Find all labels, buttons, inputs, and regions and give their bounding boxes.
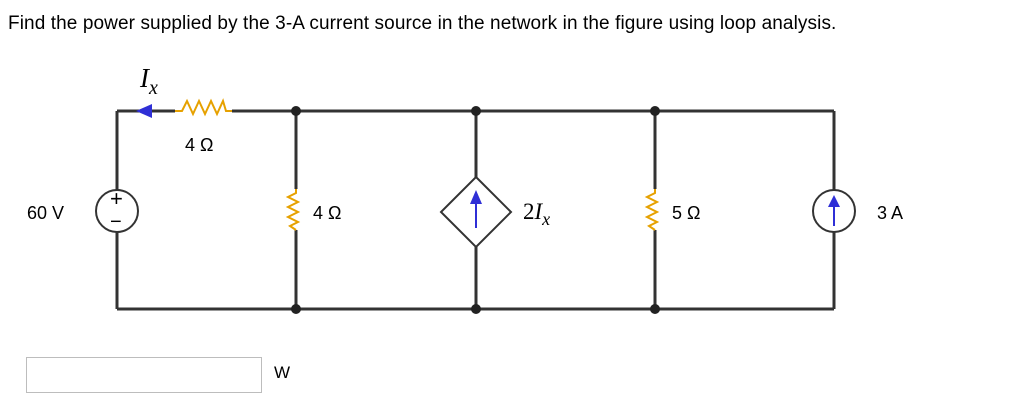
ix-label: Ix bbox=[139, 63, 158, 99]
current-source-arrow-icon bbox=[828, 195, 840, 207]
answer-input[interactable] bbox=[26, 357, 262, 393]
voltage-source-label: 60 V bbox=[27, 203, 64, 223]
voltage-source bbox=[95, 189, 139, 233]
right-resistor-label: 5 Ω bbox=[672, 203, 700, 223]
ix-arrow-icon bbox=[136, 104, 152, 118]
dependent-source-label: 2Ix bbox=[523, 199, 550, 229]
top-resistor-label: 4 Ω bbox=[185, 135, 213, 155]
answer-unit: W bbox=[274, 363, 291, 382]
mid-resistor-label: 4 Ω bbox=[313, 203, 341, 223]
dependent-source-arrow-icon bbox=[470, 190, 482, 204]
voltage-source-minus: − bbox=[110, 211, 122, 233]
voltage-source-plus: + bbox=[110, 186, 123, 211]
right-resistor bbox=[644, 189, 660, 231]
question-text: Find the power supplied by the 3-A curre… bbox=[8, 13, 837, 34]
top-resistor bbox=[175, 98, 232, 117]
current-source-label: 3 A bbox=[877, 203, 903, 223]
circuit-diagram: Ix 4 Ω + − 60 V 4 Ω 2Ix 5 Ω 3 A bbox=[27, 63, 903, 314]
mid-resistor bbox=[285, 189, 301, 231]
junction-dots bbox=[291, 106, 660, 314]
